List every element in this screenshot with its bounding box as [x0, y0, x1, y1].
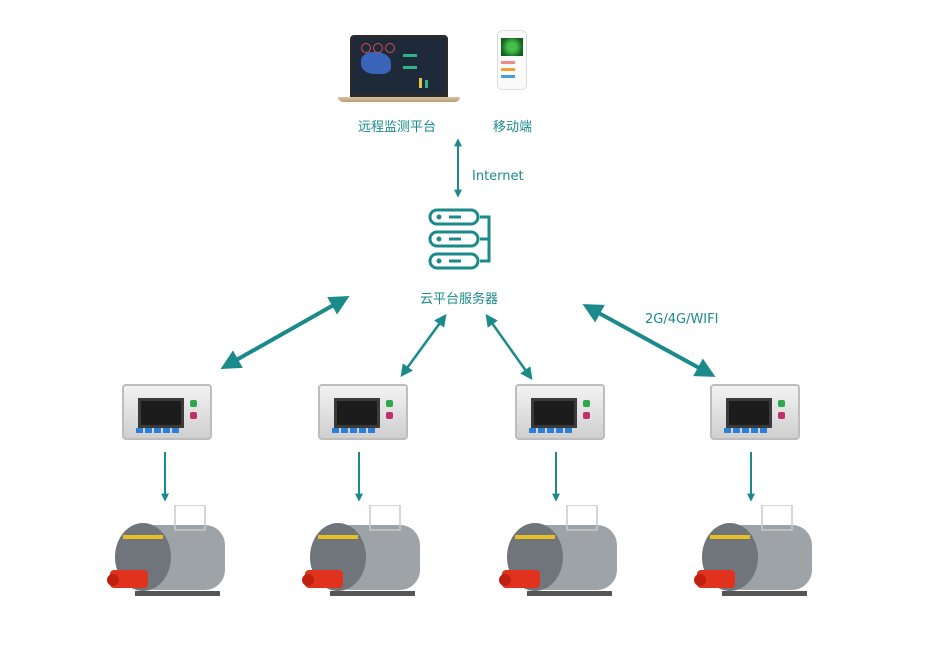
- link-controller-4: [582, 304, 716, 377]
- controller-panel-icon: [318, 384, 408, 440]
- mobile-label: 移动端: [493, 120, 533, 135]
- controller-panel-icon: [515, 384, 605, 440]
- server-stack-icon: [428, 208, 491, 270]
- smartphone-icon: [497, 30, 527, 90]
- link-controller-1: [220, 296, 350, 369]
- remote-platform-label: 远程监测平台: [358, 120, 437, 135]
- boiler-icon: [499, 505, 617, 596]
- boiler-icon: [107, 505, 225, 596]
- boiler-icon: [694, 505, 812, 596]
- boiler-icon: [302, 505, 420, 596]
- internet-label: Internet: [472, 169, 524, 184]
- controller-panel-icon: [122, 384, 212, 440]
- cloud-server-label: 云平台服务器: [420, 292, 499, 307]
- link-controller-2: [400, 313, 447, 378]
- wireless-label: 2G/4G/WIFI: [645, 312, 719, 327]
- laptop-icon: [350, 35, 448, 97]
- controller-panel-icon: [710, 384, 800, 440]
- link-controller-3: [485, 313, 533, 381]
- laptop-base: [338, 97, 460, 102]
